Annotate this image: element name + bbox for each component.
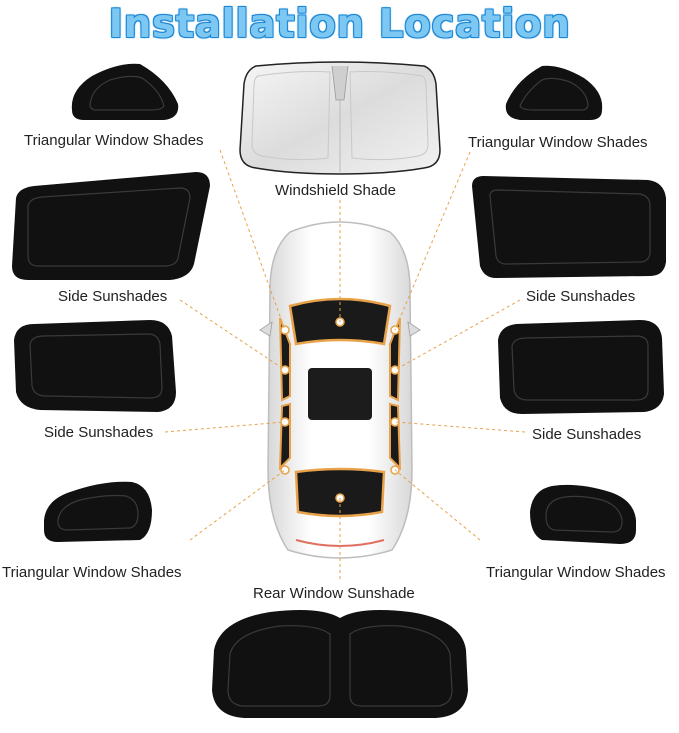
rear-window-shade — [212, 610, 468, 718]
label-triangular-bottom-left: Triangular Window Shades — [2, 564, 182, 581]
page-title: Installation Location — [108, 2, 571, 47]
label-side-upper-right: Side Sunshades — [526, 288, 636, 305]
side-shade-upper-right — [472, 176, 666, 278]
label-triangular-top-left: Triangular Window Shades — [24, 132, 204, 149]
triangular-shade-top-right — [505, 65, 603, 120]
triangular-shade-bottom-right — [530, 484, 636, 544]
label-side-lower-left: Side Sunshades — [44, 424, 154, 441]
leader-lines — [164, 149, 526, 582]
label-side-lower-right: Side Sunshades — [532, 426, 642, 443]
triangular-shade-bottom-left — [44, 481, 152, 542]
label-rear-window: Rear Window Sunshade — [253, 585, 415, 602]
triangular-shade-top-left — [71, 63, 179, 120]
side-shade-lower-left — [14, 320, 176, 412]
label-triangular-bottom-right: Triangular Window Shades — [486, 564, 666, 581]
label-side-upper-left: Side Sunshades — [58, 288, 168, 305]
windshield-shade — [239, 61, 441, 175]
side-shade-upper-left — [12, 172, 210, 280]
car-top-view — [259, 221, 421, 559]
label-windshield: Windshield Shade — [275, 182, 396, 199]
side-shade-lower-right — [498, 320, 664, 414]
label-triangular-top-right: Triangular Window Shades — [468, 134, 648, 151]
